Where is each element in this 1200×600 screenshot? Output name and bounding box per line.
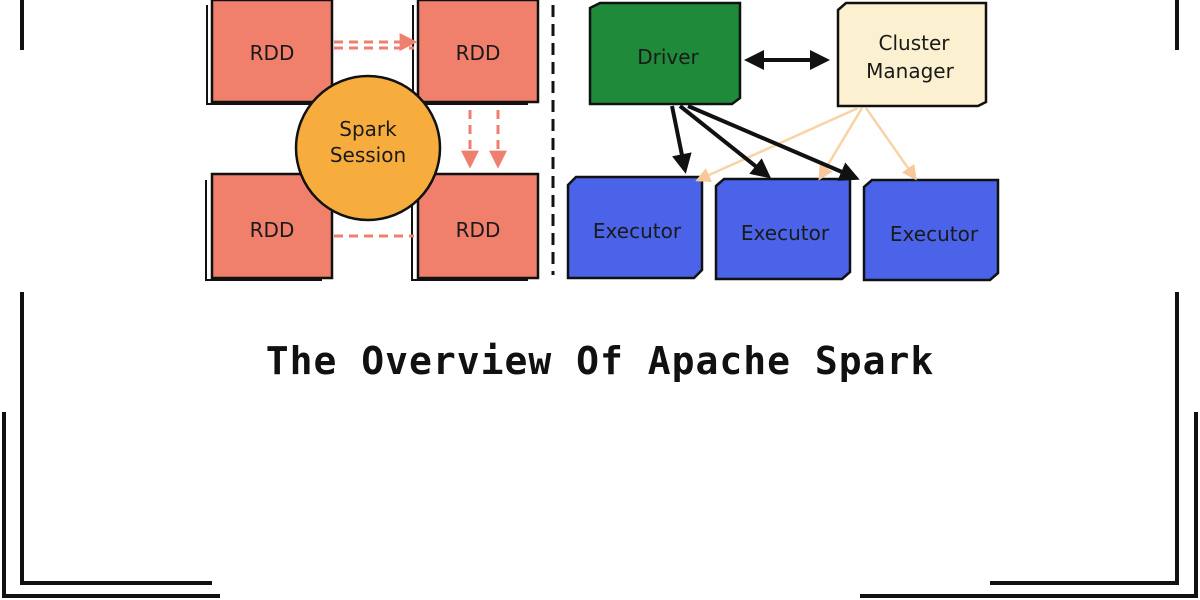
cluster-manager-label-line2: Manager <box>866 59 954 83</box>
rdd-label: RDD <box>456 218 501 242</box>
cluster-manager-node: Cluster Manager <box>836 1 988 108</box>
cm-arrow-3 <box>864 107 917 181</box>
driver-label: Driver <box>637 45 699 69</box>
executor-label: Executor <box>741 221 830 245</box>
driver-arrow-1 <box>670 105 692 174</box>
rdd-box-top-right: RDD <box>412 0 540 105</box>
spark-session-label-line1: Spark <box>339 117 397 141</box>
driver-arrows <box>670 104 860 181</box>
driver-node: Driver <box>588 1 742 106</box>
executor-label: Executor <box>593 219 682 243</box>
rdd-dashed-arrows <box>334 33 507 238</box>
executor-node-2: Executor <box>714 177 852 281</box>
executor-label: Executor <box>890 222 979 246</box>
cm-arrow-2 <box>818 107 864 181</box>
executor-node-3: Executor <box>862 178 1000 282</box>
cluster-manager-label-line1: Cluster <box>879 31 951 55</box>
executor-node-1: Executor <box>566 175 704 280</box>
page-title: The Overview Of Apache Spark <box>266 339 935 383</box>
rdd-label: RDD <box>456 41 501 65</box>
frame-bracket-mid-left <box>20 292 212 585</box>
frame-bracket-bottom-left <box>2 412 220 598</box>
rdd-label: RDD <box>250 218 295 242</box>
rdd-box-top-left: RDD <box>206 0 334 105</box>
rdd-label: RDD <box>250 41 295 65</box>
spark-session-label-line2: Session <box>330 143 406 167</box>
spark-session-node: Spark Session <box>294 74 442 222</box>
frame-bracket-mid-right <box>990 292 1179 585</box>
frame-bracket-bottom-right <box>860 412 1198 598</box>
rdd-box-bottom-right: RDD <box>411 172 540 281</box>
driver-arrow-2 <box>678 104 772 179</box>
driver-arrow-3 <box>687 104 860 181</box>
